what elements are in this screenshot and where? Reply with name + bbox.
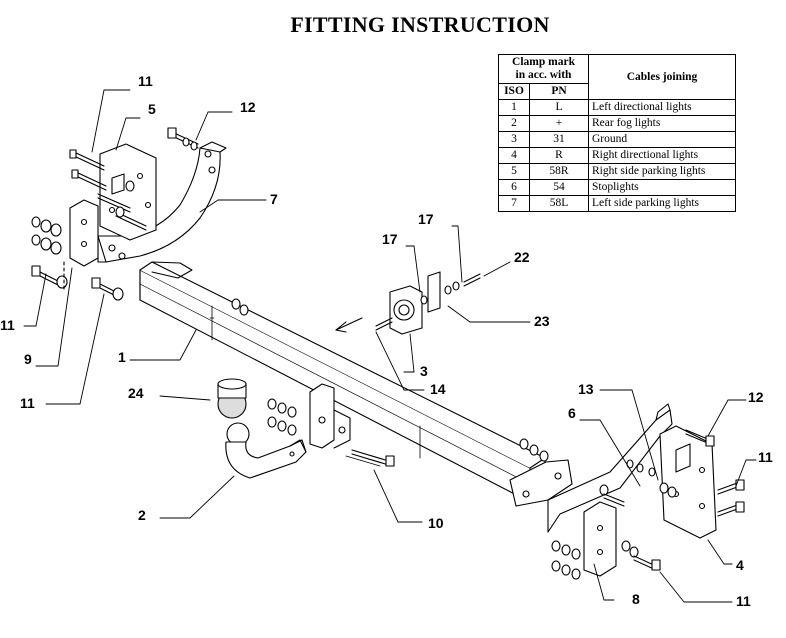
label-11: 11 xyxy=(758,449,773,465)
desc-cell: Stoplights xyxy=(588,179,736,196)
label-5: 5 xyxy=(148,101,156,117)
label-7: 7 xyxy=(270,191,278,207)
center-fasteners xyxy=(267,398,395,467)
label-11: 11 xyxy=(0,317,15,333)
label-17: 17 xyxy=(382,231,398,247)
desc-cell: Left side parking lights xyxy=(588,195,736,212)
electrical-socket xyxy=(335,271,481,335)
desc-cell: Right directional lights xyxy=(588,147,736,164)
label-14: 14 xyxy=(430,381,446,397)
table-header-cables: Cables joining xyxy=(588,54,736,100)
pn-cell: 58R xyxy=(529,163,589,180)
label-23: 23 xyxy=(534,313,550,329)
page-title: FITTING INSTRUCTION xyxy=(290,12,550,37)
label-11: 11 xyxy=(736,593,751,609)
towball xyxy=(217,378,250,446)
cables-table: Clamp mark in acc. with Cables joining I… xyxy=(498,54,736,212)
label-8: 8 xyxy=(632,591,640,607)
pn-cell: 58L xyxy=(529,195,589,212)
right-small-plate xyxy=(583,501,617,577)
label-12: 12 xyxy=(240,99,256,115)
label-3: 3 xyxy=(420,363,428,379)
label-13: 13 xyxy=(578,381,594,397)
left-plate xyxy=(99,143,157,241)
right-mounting-bracket xyxy=(509,403,673,533)
label-2: 2 xyxy=(138,507,146,523)
crossbar-tube xyxy=(139,261,546,503)
center-holder xyxy=(309,383,351,449)
label-9: 9 xyxy=(24,351,32,367)
clamp-line1: Clamp mark xyxy=(512,56,575,68)
label-17: 17 xyxy=(418,211,434,227)
leader-lines xyxy=(23,89,757,603)
right-fasteners xyxy=(519,429,745,580)
label-6: 6 xyxy=(568,405,576,421)
left-fasteners xyxy=(31,127,249,316)
label-24: 24 xyxy=(128,385,144,401)
table-header-clamp: Clamp mark in acc. with xyxy=(498,54,589,84)
label-22: 22 xyxy=(514,249,530,265)
label-11: 11 xyxy=(138,73,153,89)
clamp-line2: in acc. with xyxy=(515,69,572,81)
ball-mount-arm xyxy=(225,439,307,479)
part-labels: 11 5 12 7 11 9 1 11 24 2 17 17 22 23 3 1… xyxy=(0,73,773,609)
label-4: 4 xyxy=(736,557,744,573)
label-11: 11 xyxy=(20,395,35,411)
left-small-plate xyxy=(69,199,99,267)
label-1: 1 xyxy=(118,349,126,365)
left-mounting-bracket xyxy=(97,141,227,263)
label-12: 12 xyxy=(748,389,764,405)
table-header-pn: PN xyxy=(529,83,589,100)
label-10: 10 xyxy=(428,515,444,531)
right-plate xyxy=(659,425,717,539)
desc-cell: Right side parking lights xyxy=(588,163,736,180)
